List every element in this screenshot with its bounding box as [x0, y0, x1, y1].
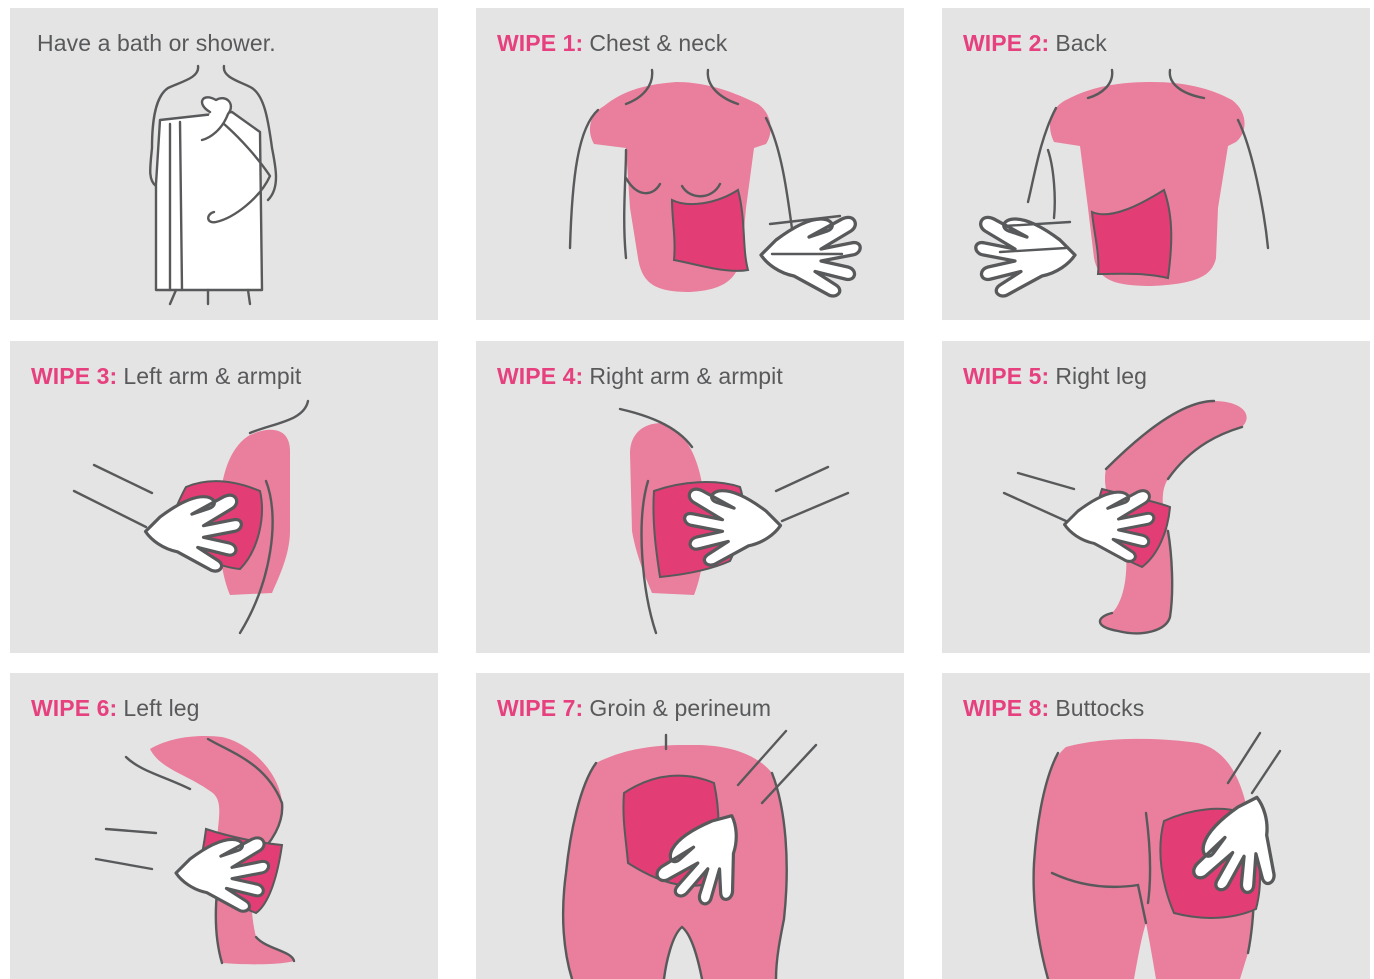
step-caption: WIPE 1:Chest & neck — [497, 30, 727, 57]
step-panel-wipe-4: WIPE 4:Right arm & armpit — [476, 341, 904, 653]
step-caption: Have a bath or shower. — [31, 30, 276, 57]
step-panel-wipe-2: WIPE 2:Back — [942, 8, 1370, 320]
step-text: Chest & neck — [589, 30, 727, 56]
step-label: WIPE 3: — [31, 363, 117, 389]
step-caption: WIPE 8:Buttocks — [963, 695, 1144, 722]
step-panel-wipe-7: WIPE 7:Groin & perineum — [476, 673, 904, 979]
step-caption: WIPE 6:Left leg — [31, 695, 200, 722]
step-text: Left leg — [123, 695, 199, 721]
step-text: Have a bath or shower. — [37, 30, 276, 56]
step-caption: WIPE 5:Right leg — [963, 363, 1147, 390]
step-panel-bath: Have a bath or shower. — [10, 8, 438, 320]
step-label: WIPE 8: — [963, 695, 1049, 721]
step-label: WIPE 7: — [497, 695, 583, 721]
step-panel-wipe-6: WIPE 6:Left leg — [10, 673, 438, 979]
step-text: Buttocks — [1055, 695, 1144, 721]
step-label: WIPE 1: — [497, 30, 583, 56]
step-text: Groin & perineum — [589, 695, 771, 721]
step-panel-wipe-3: WIPE 3:Left arm & armpit — [10, 341, 438, 653]
step-label: WIPE 2: — [963, 30, 1049, 56]
step-caption: WIPE 3:Left arm & armpit — [31, 363, 301, 390]
step-text: Right leg — [1055, 363, 1147, 389]
step-panel-wipe-5: WIPE 5:Right leg — [942, 341, 1370, 653]
step-label: WIPE 5: — [963, 363, 1049, 389]
step-panel-wipe-8: WIPE 8:Buttocks — [942, 673, 1370, 979]
step-text: Back — [1055, 30, 1107, 56]
step-caption: WIPE 2:Back — [963, 30, 1107, 57]
step-text: Right arm & armpit — [589, 363, 783, 389]
step-caption: WIPE 4:Right arm & armpit — [497, 363, 783, 390]
step-label: WIPE 4: — [497, 363, 583, 389]
step-caption: WIPE 7:Groin & perineum — [497, 695, 771, 722]
step-text: Left arm & armpit — [123, 363, 301, 389]
step-panel-wipe-1: WIPE 1:Chest & neck — [476, 8, 904, 320]
step-label: WIPE 6: — [31, 695, 117, 721]
